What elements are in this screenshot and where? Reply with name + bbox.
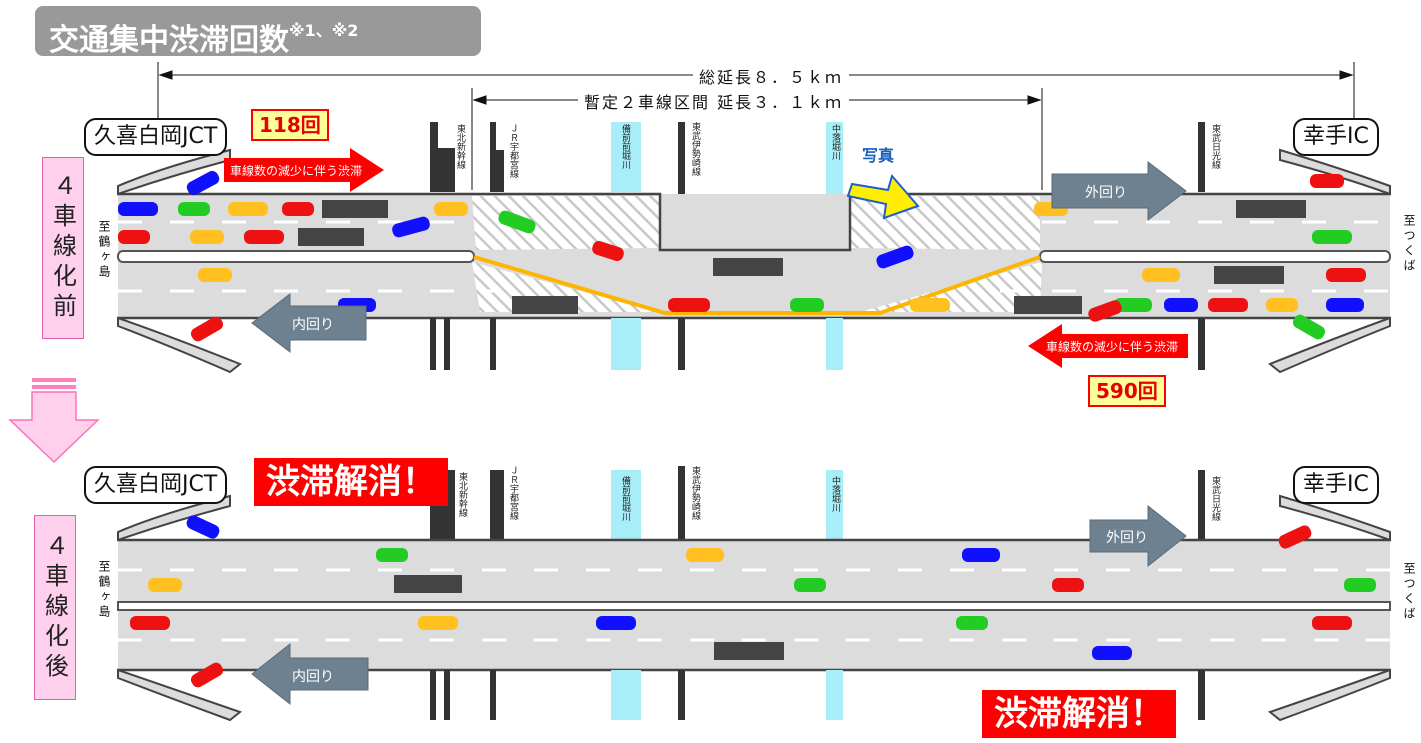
label-tobu-nikko-bottom: 東武日光線	[1210, 476, 1220, 521]
ic-right-bottom: 幸手IC	[1293, 466, 1379, 504]
label-nakaochi-river-bottom: 中落堀川	[830, 476, 840, 512]
cars-top	[118, 170, 1366, 342]
ic-left-top: 久喜白岡JCT	[84, 118, 228, 156]
label-tohoku-shinkansen-top: 東北新幹線	[455, 124, 465, 169]
outer-direction-top: 外回り	[1085, 185, 1127, 201]
panel-before-label: ４車線化前	[42, 157, 84, 339]
inner-direction-bottom: 内回り	[292, 669, 334, 685]
resolved-banner-bottom: 渋滞解消！	[982, 690, 1176, 738]
label-bizen-river-top: 備前前堀川	[620, 124, 630, 169]
title-main: 交通集中渋滞回数	[49, 23, 289, 58]
count-before-bottom: 590回	[1088, 375, 1166, 407]
inner-direction-top: 内回り	[292, 317, 334, 333]
panel-after-text: ４車線化後	[40, 532, 69, 683]
label-bizen-river-bottom: 備前前堀川	[620, 476, 630, 521]
label-tohoku-shinkansen-bottom: 東北新幹線	[457, 472, 467, 517]
congestion-note-bottom: 車線数の減少に伴う渋滞	[1046, 340, 1179, 354]
resolved-banner-top: 渋滞解消！	[254, 458, 448, 506]
label-jr-utsunomiya-top: ＪＲ宇都宮線	[508, 124, 518, 178]
label-tobu-nikko-top: 東武日光線	[1210, 124, 1220, 169]
down-arrow-shape	[8, 378, 100, 464]
label-jr-utsunomiya-bottom: ＪＲ宇都宮線	[508, 466, 518, 520]
arrow-shapes	[251, 160, 1187, 706]
label-tobu-isesaki-bottom: 東武伊勢崎線	[690, 466, 700, 520]
ic-right-top: 幸手IC	[1293, 118, 1379, 156]
label-nakaochi-river-top: 中落堀川	[830, 124, 840, 160]
dest-left-bottom: 至鶴ヶ島	[97, 560, 111, 620]
title-note: ※1、※2	[289, 21, 359, 40]
panel-before-text: ４車線化前	[48, 173, 77, 323]
dest-right-top: 至つくば	[1402, 214, 1416, 274]
dest-right-bottom: 至つくば	[1402, 562, 1416, 622]
total-length-label: 総延長８．５ｋｍ	[693, 64, 850, 88]
congestion-note-top: 車線数の減少に伴う渋滞	[230, 164, 363, 178]
photo-arrow-shape	[846, 173, 920, 220]
red-arrow-shapes	[224, 148, 1188, 368]
dest-left-top: 至鶴ヶ島	[97, 220, 111, 280]
panel-after-label: ４車線化後	[34, 515, 76, 700]
photo-label: 写真	[862, 146, 895, 165]
page-title: 交通集中渋滞回数※1、※2	[35, 6, 481, 58]
top-road	[117, 122, 1391, 374]
ic-left-bottom: 久喜白岡JCT	[84, 466, 228, 504]
cars-bottom	[130, 515, 1376, 688]
interim-length-label: 暫定２車線区間 延長３．１ｋｍ	[578, 89, 850, 113]
outer-direction-bottom: 外回り	[1106, 530, 1148, 546]
count-before-top: 118回	[251, 109, 329, 141]
label-tobu-isesaki-top: 東武伊勢崎線	[690, 122, 700, 176]
